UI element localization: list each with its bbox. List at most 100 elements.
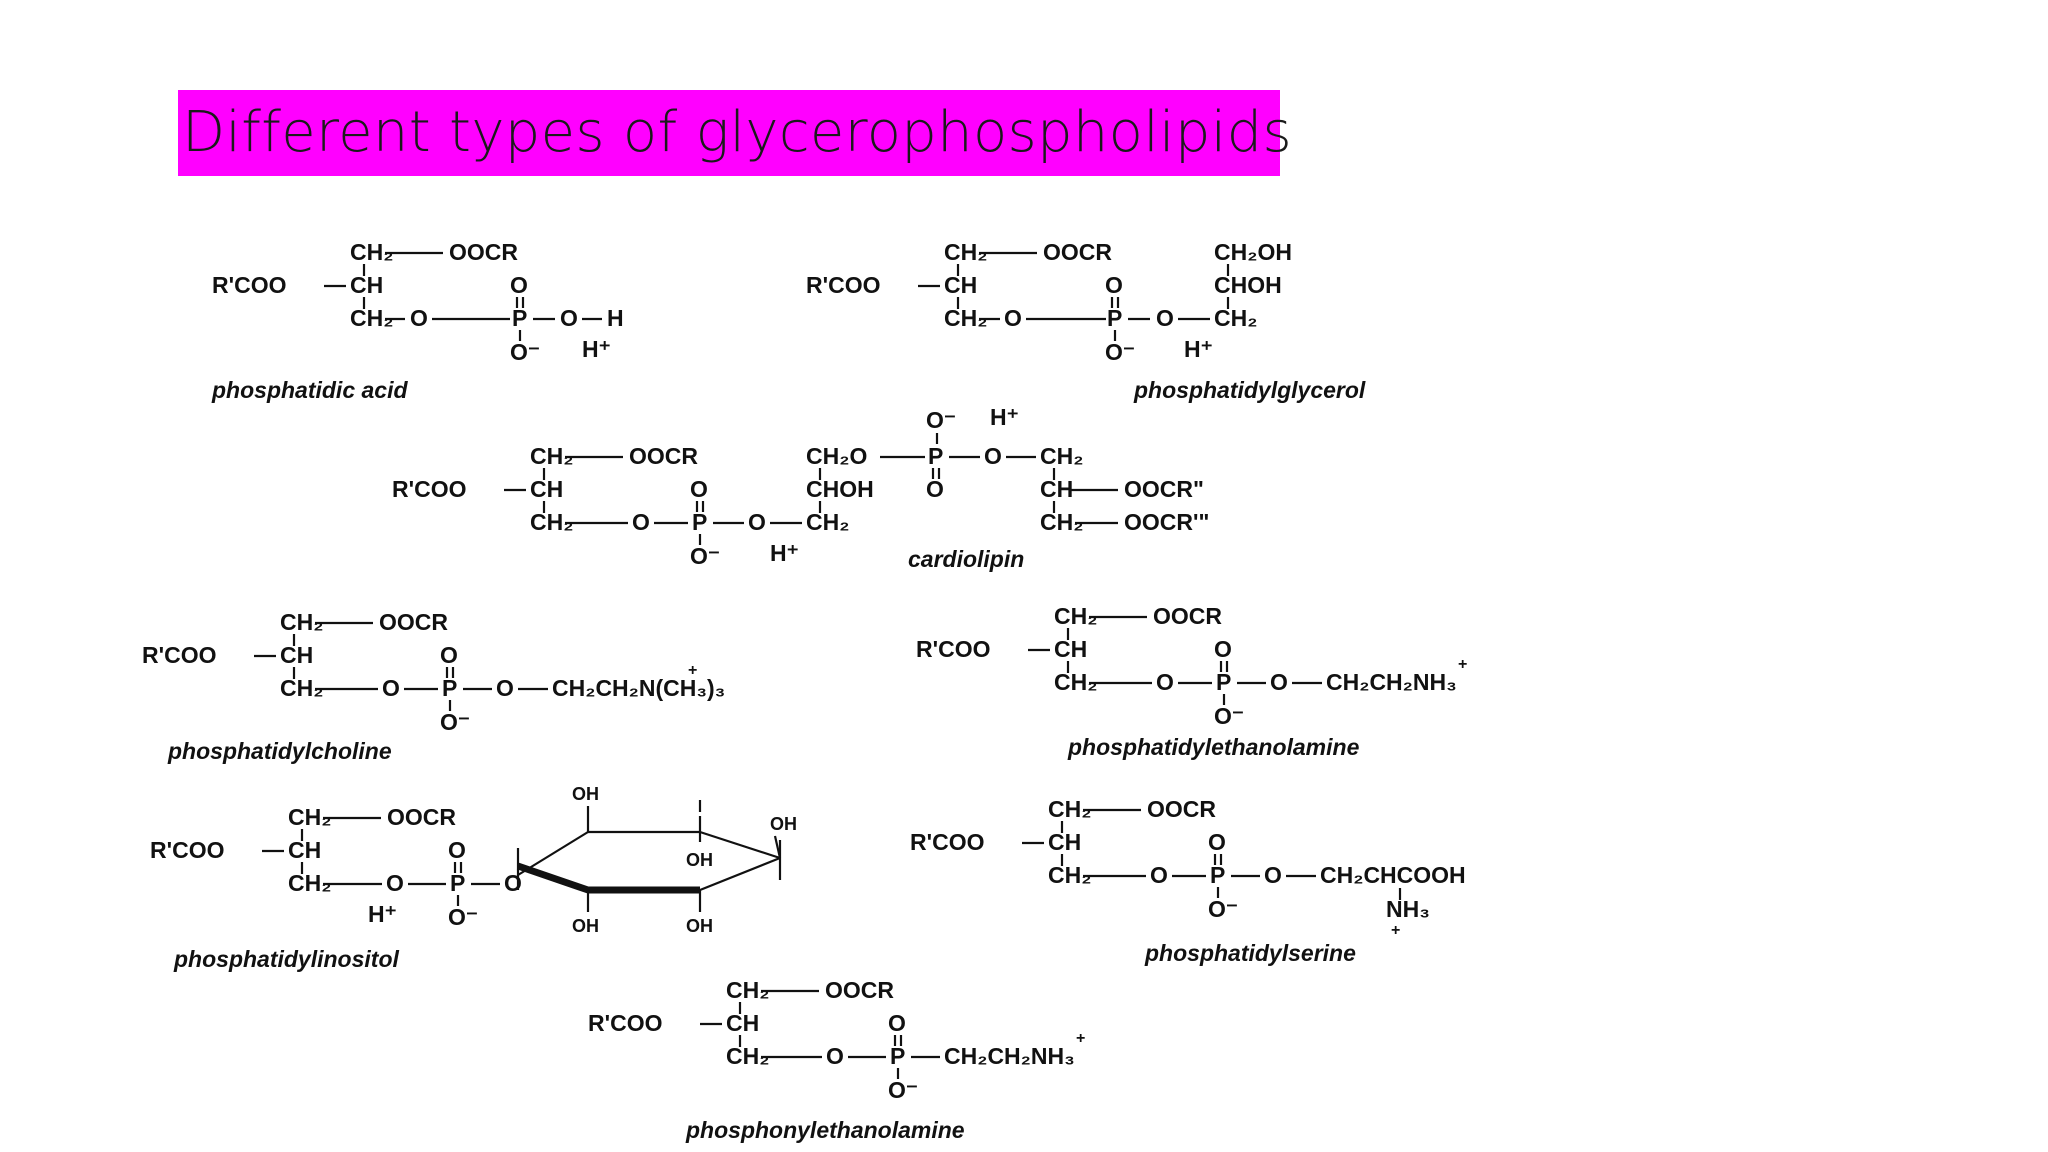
svg-text:CH₂: CH₂ [1214,305,1257,331]
svg-text:O: O [984,443,1002,469]
svg-text:H⁺: H⁺ [770,540,799,566]
svg-text:CH₂: CH₂ [806,509,849,535]
svg-text:O: O [386,870,404,896]
svg-text:phosphatidylglycerol: phosphatidylglycerol [1133,377,1366,403]
svg-text:CH₂CH₂NH₃: CH₂CH₂NH₃ [1326,669,1457,695]
svg-text:O: O [440,642,458,668]
svg-text:O: O [1264,862,1282,888]
svg-text:phosphatidylethanolamine: phosphatidylethanolamine [1067,734,1360,760]
svg-text:O: O [382,675,400,701]
svg-text:P: P [928,443,943,469]
structure-phosphatidic-acid: CH₂ OOCR R'COO CH CH₂ O O P O H O⁻ H⁺ ph… [211,239,624,403]
svg-text:O: O [1105,272,1123,298]
svg-text:R'COO: R'COO [212,272,286,298]
svg-text:O: O [1214,636,1232,662]
svg-text:P: P [1216,669,1231,695]
svg-text:CH₂CH₂NH₃: CH₂CH₂NH₃ [944,1043,1075,1069]
svg-text:O: O [1004,305,1022,331]
svg-text:R'COO: R'COO [916,636,990,662]
svg-text:O: O [690,476,708,502]
svg-text:CH: CH [726,1010,759,1036]
svg-text:CH: CH [1040,476,1073,502]
svg-text:CH: CH [288,837,321,863]
svg-text:phosphonylethanolamine: phosphonylethanolamine [685,1117,965,1143]
svg-text:H⁺: H⁺ [1184,336,1213,362]
svg-text:H: H [607,305,624,331]
svg-text:R'COO: R'COO [588,1010,662,1036]
svg-text:CH: CH [280,642,313,668]
svg-text:O⁻: O⁻ [1105,339,1135,365]
svg-text:OOCR: OOCR [1147,796,1216,822]
svg-text:R'COO: R'COO [150,837,224,863]
svg-text:phosphatidylcholine: phosphatidylcholine [167,738,392,764]
svg-text:OOCR: OOCR [1043,239,1112,265]
svg-text:OOCR: OOCR [825,977,894,1003]
svg-text:P: P [512,305,527,331]
svg-text:O: O [632,509,650,535]
svg-text:+: + [1076,1030,1085,1047]
svg-text:OOCR: OOCR [629,443,698,469]
svg-text:CH₂CH₂N(CH₃)₃: CH₂CH₂N(CH₃)₃ [552,675,725,701]
svg-text:OH: OH [686,850,713,870]
svg-text:O: O [410,305,428,331]
svg-text:O⁻: O⁻ [926,407,956,433]
svg-text:P: P [1107,305,1122,331]
svg-text:cardiolipin: cardiolipin [908,546,1024,572]
svg-text:OOCR": OOCR" [1124,476,1204,502]
svg-text:CH: CH [1054,636,1087,662]
svg-text:O: O [496,675,514,701]
svg-text:phosphatidylinositol: phosphatidylinositol [173,946,399,972]
structure-cardiolipin: O⁻ H⁺ CH₂ OOCR R'COO CH CH₂ O O P O CH₂ … [392,404,1209,572]
svg-text:OOCR: OOCR [1153,603,1222,629]
structure-phosphatidylinositol: CH₂ OOCR R'COO CH CH₂ O O P O O⁻ H⁺ [150,784,797,972]
svg-text:phosphatidic acid: phosphatidic acid [211,377,408,403]
svg-text:CH: CH [944,272,977,298]
structure-phosphonylethanolamine: CH₂ OOCR R'COO CH CH₂ O O P CH₂CH₂NH₃ + … [588,977,1085,1143]
svg-text:OOCR: OOCR [449,239,518,265]
svg-text:O: O [1150,862,1168,888]
svg-text:O: O [560,305,578,331]
svg-text:phosphatidylserine: phosphatidylserine [1144,940,1356,966]
svg-text:H⁺: H⁺ [990,404,1019,430]
svg-text:H⁺: H⁺ [368,901,397,927]
structure-phosphatidylcholine: CH₂ OOCR R'COO CH CH₂ O O P O CH₂CH₂N(CH… [142,609,725,764]
svg-text:CH₂: CH₂ [1040,443,1083,469]
inositol-ring [516,800,782,912]
svg-text:O: O [448,837,466,863]
svg-text:H⁺: H⁺ [582,336,611,362]
svg-text:OOCR: OOCR [379,609,448,635]
svg-text:R'COO: R'COO [392,476,466,502]
svg-text:P: P [442,675,457,701]
svg-text:O: O [510,272,528,298]
svg-text:OOCR'": OOCR'" [1124,509,1209,535]
svg-text:O: O [1156,305,1174,331]
svg-text:O: O [1156,669,1174,695]
svg-text:P: P [450,870,465,896]
svg-text:O⁻: O⁻ [448,904,478,930]
svg-text:+: + [1391,922,1400,939]
svg-text:OH: OH [572,916,599,936]
structure-phosphatidylserine: CH₂ OOCR R'COO CH CH₂ O O P O CH₂CHCOOH … [910,796,1466,966]
structure-phosphatidylethanolamine: CH₂ OOCR R'COO CH CH₂ O O P O CH₂CH₂NH₃ … [916,603,1467,760]
svg-text:+: + [688,662,697,679]
svg-text:O⁻: O⁻ [440,709,470,735]
svg-text:O: O [888,1010,906,1036]
svg-text:O: O [1270,669,1288,695]
svg-text:O: O [1208,829,1226,855]
svg-text:O⁻: O⁻ [1214,703,1244,729]
svg-text:P: P [890,1043,905,1069]
svg-text:O⁻: O⁻ [888,1077,918,1103]
svg-text:O⁻: O⁻ [510,339,540,365]
svg-text:CHOH: CHOH [806,476,874,502]
slide-title: Different types of glycerophospholipids [178,90,1292,176]
svg-text:O: O [748,509,766,535]
svg-text:OH: OH [572,784,599,804]
svg-text:CH: CH [530,476,563,502]
svg-text:OH: OH [770,814,797,834]
svg-text:R'COO: R'COO [806,272,880,298]
svg-text:O⁻: O⁻ [1208,896,1238,922]
svg-text:OH: OH [686,916,713,936]
svg-text:O: O [826,1043,844,1069]
svg-text:R'COO: R'COO [910,829,984,855]
